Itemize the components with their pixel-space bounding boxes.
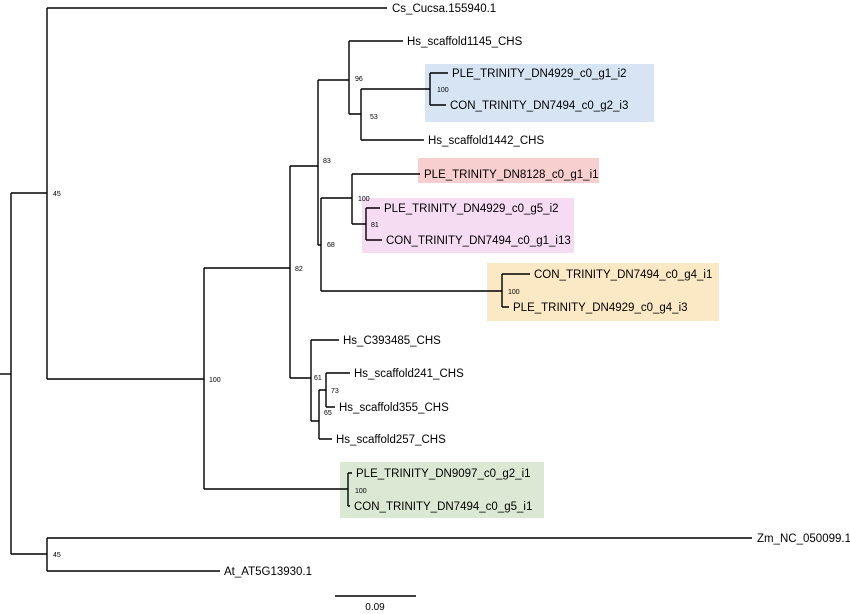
clade-highlight-pink xyxy=(362,198,574,253)
leaf-label: Hs_scaffold241_CHS xyxy=(354,368,464,380)
leaf-label: Zm_NC_050099.1 xyxy=(757,533,850,545)
leaf-label: CON_TRINITY_DN7494_c0_g5_i1 xyxy=(354,501,532,513)
bootstrap-value: 100 xyxy=(355,488,367,495)
leaf-label: PLE_TRINITY_DN4929_c0_g4_i3 xyxy=(513,302,688,314)
leaf-label: CON_TRINITY_DN7494_c0_g4_i1 xyxy=(534,269,712,281)
branch-upper xyxy=(11,7,387,380)
leaf-label: PLE_TRINITY_DN4929_c0_g1_i2 xyxy=(452,68,627,80)
branch-node-61 xyxy=(310,339,339,422)
tree-branches xyxy=(0,7,752,572)
branch-node-96 xyxy=(348,40,403,115)
bootstrap-value: 100 xyxy=(358,196,370,203)
leaf-label: PLE_TRINITY_DN8128_c0_g1_i1 xyxy=(424,169,599,181)
leaf-label: Hs_scaffold1145_CHS xyxy=(407,36,523,48)
bootstrap-value: 68 xyxy=(327,242,335,249)
bootstrap-value: 53 xyxy=(370,114,378,121)
scale-bar-label: 0.09 xyxy=(365,602,385,613)
leaf-label: PLE_TRINITY_DN4929_c0_g5_i2 xyxy=(384,203,559,215)
branch-node-81 xyxy=(365,207,382,241)
leaf-label: CON_TRINITY_DN7494_c0_g2_i3 xyxy=(450,100,628,112)
bootstrap-value: 96 xyxy=(355,76,363,83)
bootstrap-value: 45 xyxy=(53,552,61,559)
bootstrap-value: 61 xyxy=(314,375,322,382)
bootstrap-value: 65 xyxy=(324,410,332,417)
branch-node-yellow xyxy=(501,273,530,308)
bootstrap-value: 100 xyxy=(508,289,520,296)
clade-highlight-green xyxy=(340,462,544,518)
branch-node-73 xyxy=(325,372,350,408)
bootstrap-value: 81 xyxy=(371,222,379,229)
branch-node-100 xyxy=(203,267,348,490)
leaf-label: At_AT5G13930.1 xyxy=(224,566,312,578)
branch-node-green xyxy=(347,472,352,507)
leaf-labels: Cs_Cucsa.155940.1 Hs_scaffold1145_CHS PL… xyxy=(224,3,850,578)
leaf-label: Hs_C393485_CHS xyxy=(343,335,441,347)
clade-highlight-blue xyxy=(425,64,654,122)
branch-node-blue xyxy=(429,72,448,106)
branch-node-pink xyxy=(351,173,420,225)
branch-lower xyxy=(11,537,752,572)
clade-highlight-red xyxy=(418,158,599,183)
bootstrap-value: 82 xyxy=(295,266,303,273)
bootstrap-value: 83 xyxy=(323,158,331,165)
leaf-label: PLE_TRINITY_DN9097_c0_g2_i1 xyxy=(356,468,531,480)
scale-bar: 0.09 xyxy=(335,595,416,613)
bootstrap-value: 45 xyxy=(53,191,61,198)
bootstrap-value: 100 xyxy=(437,87,449,94)
branch-node-65 xyxy=(318,389,332,440)
branch-node-68 xyxy=(320,197,502,292)
bootstrap-value: 100 xyxy=(209,377,221,384)
branch-node-82 xyxy=(289,165,318,379)
branch-node-53 xyxy=(360,88,430,141)
leaf-label: Hs_scaffold1442_CHS xyxy=(428,135,544,147)
bootstrap-value: 73 xyxy=(331,388,339,395)
leaf-label: CON_TRINITY_DN7494_c0_g1_i13 xyxy=(386,235,571,247)
leaf-label: Hs_scaffold355_CHS xyxy=(339,402,449,414)
leaf-label: Cs_Cucsa.155940.1 xyxy=(392,3,496,15)
clade-highlight-yellow xyxy=(487,263,719,321)
bootstrap-values: 45 96 100 53 83 100 81 68 82 100 100 61 … xyxy=(53,76,520,559)
leaf-label: Hs_scaffold257_CHS xyxy=(336,434,446,446)
